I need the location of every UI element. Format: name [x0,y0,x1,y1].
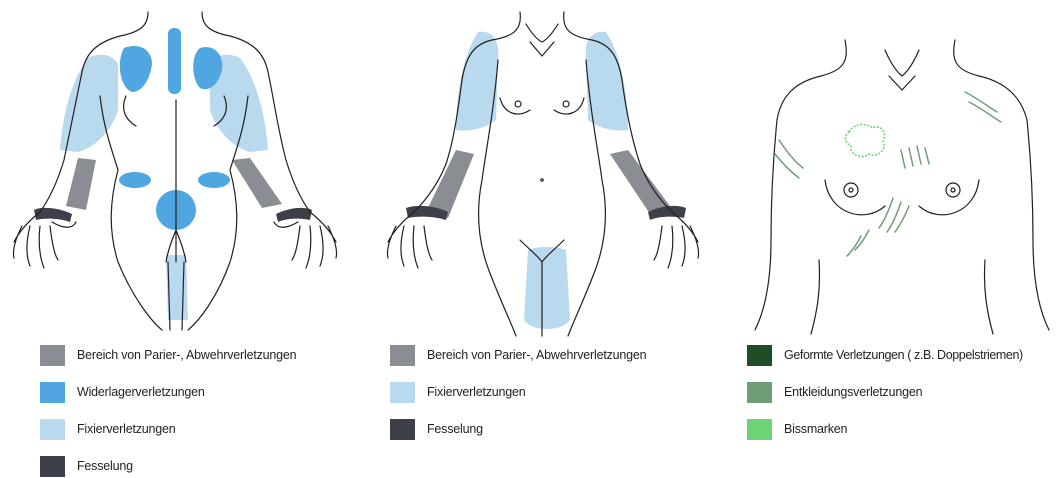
legend-label-geformte: Geformte Verletzungen ( z.B. Doppelstrie… [784,348,1023,362]
legend-label-fesselung: Fesselung [427,422,483,436]
parier-zone-left-forearm [66,158,96,210]
legend-swatch-parier [390,345,415,366]
legend-item-parier: Bereich von Parier-, Abwehrverletzungen [390,344,646,366]
legend-item-entkleidung: Entkleidungsverletzungen [747,381,922,403]
parier-zone-right-forearm [610,150,670,214]
legend-swatch-widerlager [40,382,65,403]
legend-item-geformte: Geformte Verletzungen ( z.B. Doppelstrie… [747,344,1023,366]
legend-item-fesselung: Fesselung [40,455,133,477]
widerlager-right-hip [198,172,230,188]
legend-swatch-fesselung [390,419,415,440]
undressing-scratches [775,92,1001,256]
legend-swatch-fixier [40,419,65,440]
bite-mark [846,125,885,157]
legend-label-parier: Bereich von Parier-, Abwehrverletzungen [427,348,646,362]
legend-item-fesselung: Fesselung [390,418,483,440]
legend-swatch-entkleidung [747,382,772,403]
chest-view-figure [725,0,1059,340]
legend-swatch-fixier [390,382,415,403]
legend-item-fixier: Fixierverletzungen [40,418,176,440]
legend-swatch-fesselung [40,456,65,477]
fesselung-left-wrist [34,208,72,222]
legend-label-bissmarken: Bissmarken [784,422,847,436]
legend-front-view: Bereich von Parier-, Abwehrverletzungen … [390,344,720,444]
chest-body-outline [755,40,1049,334]
legend-label-fixier: Fixierverletzungen [77,422,176,436]
legend-swatch-parier [40,345,65,366]
legend-item-parier: Bereich von Parier-, Abwehrverletzungen [40,344,296,366]
legend-swatch-geformte [747,345,772,366]
widerlager-spine [168,28,181,94]
fesselung-right-wrist [276,208,312,222]
back-view-figure [0,0,345,340]
legend-label-entkleidung: Entkleidungsverletzungen [784,385,922,399]
legend-back-view: Bereich von Parier-, Abwehrverletzungen … [40,344,360,478]
widerlager-left-shoulder [120,46,152,92]
parier-zone-right-forearm [232,158,282,208]
legend-label-parier: Bereich von Parier-, Abwehrverletzungen [77,348,296,362]
legend-item-bissmarken: Bissmarken [747,418,847,440]
legend-label-fesselung: Fesselung [77,459,133,473]
legend-chest-view: Geformte Verletzungen ( z.B. Doppelstrie… [747,344,1057,444]
widerlager-left-hip [119,172,151,188]
legend-item-fixier: Fixierverletzungen [390,381,526,403]
legend-label-fixier: Fixierverletzungen [427,385,526,399]
legend-swatch-bissmarken [747,419,772,440]
fixier-zone-thighs [524,247,570,329]
legend-item-widerlager: Widerlagerverletzungen [40,381,205,403]
legend-label-widerlager: Widerlagerverletzungen [77,385,205,399]
front-view-figure [370,0,715,340]
